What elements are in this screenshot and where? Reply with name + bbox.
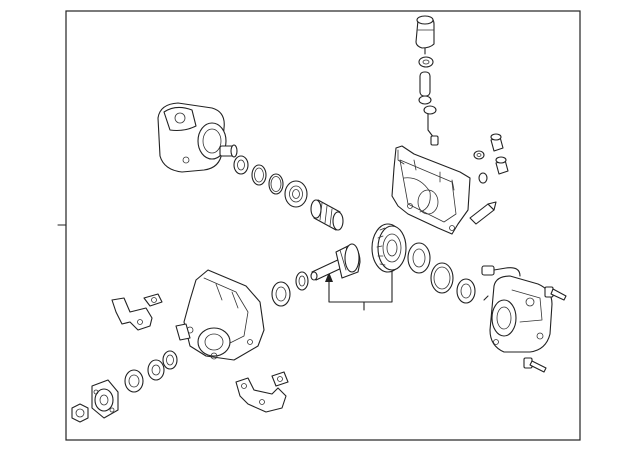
companion-flange	[91, 379, 119, 419]
breather-hose	[418, 71, 432, 105]
drain-plug-2	[495, 156, 509, 175]
pinion-shim	[295, 271, 309, 291]
shim-upper	[268, 173, 284, 195]
sealant-tube	[469, 201, 497, 225]
differential-carrier-lower	[175, 269, 265, 361]
flange-nut	[71, 403, 89, 423]
differential-carrier-upper	[391, 145, 471, 235]
breather-clip	[418, 56, 434, 68]
actuator-motor-upper	[157, 102, 238, 173]
diagram-frame	[65, 10, 581, 441]
ring-gear	[371, 223, 407, 273]
spline-sleeve	[310, 199, 344, 231]
pinion-bearing	[271, 281, 291, 307]
breather-cap	[415, 15, 435, 55]
actuator-motor-lower	[481, 265, 553, 353]
breather-pipe	[423, 105, 439, 146]
mounting-bracket-left	[111, 293, 163, 331]
front-bearing	[147, 359, 165, 381]
bolt-motor-1	[544, 286, 567, 301]
gasket-small	[478, 172, 488, 184]
mounting-bracket-bottom	[235, 371, 289, 413]
drive-pinion-gear	[310, 243, 361, 281]
side-shim	[430, 262, 454, 294]
side-seal	[456, 278, 476, 304]
filler-plug	[490, 133, 504, 152]
bolt-motor-2	[523, 357, 547, 373]
o-ring-upper	[251, 164, 267, 186]
oil-seal-front	[124, 369, 144, 393]
bearing-upper	[284, 180, 308, 208]
drain-plug-1	[473, 150, 485, 160]
seal-ring-upper	[233, 155, 249, 175]
side-bearing	[407, 242, 431, 274]
collapsible-spacer	[162, 350, 178, 370]
